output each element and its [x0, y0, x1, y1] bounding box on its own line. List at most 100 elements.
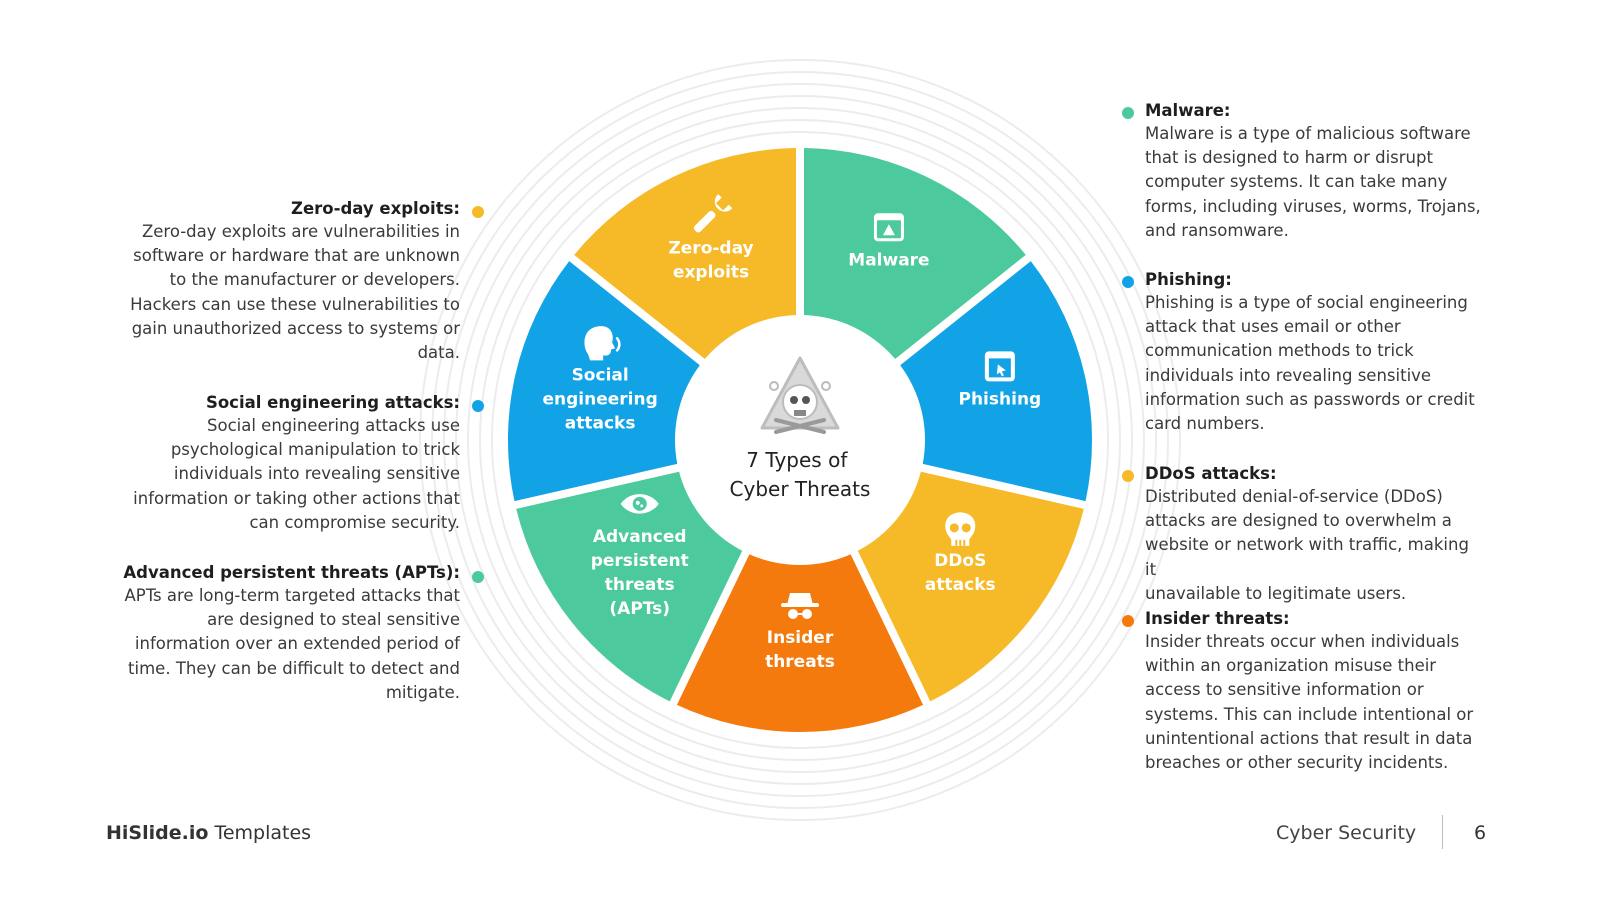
- desc-line: data.: [417, 343, 460, 363]
- segment-label-line: attacks: [565, 413, 636, 433]
- desc-line: access to sensitive information or: [1145, 680, 1424, 700]
- segment-malware: [804, 148, 1026, 359]
- desc-line: information or taking other actions that: [133, 488, 460, 508]
- segment-label-line: persistent: [591, 551, 689, 571]
- segment-label-line: engineering: [542, 389, 657, 409]
- desc-body: Malware is a type of malicious software t…: [1145, 122, 1485, 243]
- center-title: 7 Types of Cyber Threats: [730, 448, 871, 501]
- spy-icon: [781, 593, 819, 619]
- footer-topic: Cyber Security: [1276, 822, 1417, 844]
- segment-label-line: Malware: [848, 250, 929, 270]
- background-ring: [479, 119, 1121, 761]
- segment-label-line: threats: [605, 575, 675, 595]
- segment-label-insider: Insider threats: [765, 628, 835, 672]
- segment-label-line: DDoS: [934, 551, 986, 571]
- segment-label-phishing: Phishing: [959, 389, 1042, 409]
- wheel-segments: [507, 148, 1093, 733]
- bullet-dot-insider: [1122, 615, 1134, 627]
- background-ring: [467, 107, 1133, 773]
- segment-label-malware: Malware: [848, 250, 929, 270]
- desc-line: breaches or other security incidents.: [1145, 753, 1449, 773]
- desc-title: Insider threats:: [1145, 609, 1290, 628]
- desc-line: attacks are designed to overwhelm a: [1145, 511, 1452, 531]
- segment-label-line: Zero-day: [668, 238, 753, 258]
- desc-line: individuals into revealing sensitive: [173, 464, 460, 484]
- desc-line: communication methods to trick: [1145, 341, 1414, 361]
- background-ring: [443, 83, 1157, 797]
- background-ring: [491, 131, 1109, 749]
- desc-social-engineering: Social engineering attacks: Social engin…: [120, 393, 460, 535]
- desc-line: card numbers.: [1145, 414, 1265, 434]
- bullet-dot-social-engineering: [472, 400, 484, 412]
- segment-label-line: Advanced: [593, 527, 687, 547]
- desc-line: to the manufacturer or developers.: [169, 270, 460, 290]
- desc-line: and ransomware.: [1145, 220, 1289, 240]
- footer-divider: [1442, 815, 1443, 849]
- desc-line: Malware is a type of malicious software: [1145, 124, 1471, 143]
- segment-ddos: [857, 471, 1084, 702]
- desc-line: Hackers can use these vulnerabilities to: [130, 294, 460, 314]
- desc-line: information over an extended period of: [134, 634, 460, 654]
- center-title-line-1: 7 Types of: [746, 448, 848, 472]
- segment-label-line: exploits: [673, 262, 749, 282]
- window-cursor-icon: [984, 351, 1015, 382]
- desc-title: Phishing:: [1145, 270, 1232, 289]
- desc-line: are designed to steal sensitive: [207, 610, 460, 630]
- desc-ddos: DDoS attacks: Distributed denial-of-serv…: [1145, 464, 1485, 606]
- wheel-center: [675, 315, 925, 565]
- bullet-dot-malware: [1122, 107, 1134, 119]
- desc-malware: Malware: Malware is a type of malicious …: [1145, 101, 1485, 243]
- segment-label-line: (APTs): [609, 599, 670, 619]
- browser-warning-icon: [873, 213, 904, 242]
- desc-line: Zero-day exploits are vulnerabilities in: [141, 222, 460, 241]
- desc-phishing: Phishing: Phishing is a type of social e…: [1145, 270, 1485, 436]
- desc-title: Social engineering attacks:: [205, 393, 460, 412]
- segment-label-line: threats: [765, 652, 835, 672]
- segment-insider: [676, 554, 924, 733]
- bullet-dot-apt: [472, 571, 484, 583]
- eye-icon: [620, 494, 659, 514]
- background-rings: [419, 59, 1181, 821]
- desc-line: forms, including viruses, worms, Trojans…: [1145, 196, 1481, 216]
- desc-line: APTs are long-term targeted attacks that: [124, 586, 460, 605]
- segment-label-ddos: DDoS attacks: [925, 551, 996, 595]
- desc-insider: Insider threats: Insider threats occur w…: [1145, 609, 1485, 775]
- desc-line: Insider threats occur when individuals: [1145, 632, 1460, 651]
- desc-zero-day: Zero-day exploits: Zero-day exploits are…: [120, 199, 460, 365]
- desc-line: Social engineering attacks use: [207, 416, 460, 435]
- segment-label-apt: Advanced persistent threats (APTs): [591, 527, 689, 619]
- desc-body: APTs are long-term targeted attacks that…: [120, 584, 460, 705]
- background-ring: [431, 71, 1169, 809]
- hacker-skull-icon: [760, 356, 840, 434]
- desc-line: unavailable to legitimate users.: [1145, 583, 1407, 603]
- desc-line: Distributed denial-of-service (DDoS): [1145, 487, 1443, 506]
- segment-label-line: attacks: [925, 575, 996, 595]
- desc-title: Advanced persistent threats (APTs):: [123, 563, 460, 582]
- desc-line: software or hardware that are unknown: [133, 246, 460, 266]
- desc-body: Phishing is a type of social engineering…: [1145, 291, 1485, 436]
- footer-brand: HiSlide.io Templates: [106, 822, 311, 844]
- segment-zeroday: [574, 148, 796, 359]
- desc-body: Zero-day exploits are vulnerabilities in…: [120, 220, 460, 365]
- skull-icon: [945, 512, 976, 546]
- segment-label-line: Insider: [767, 628, 834, 648]
- desc-line: that is designed to harm or disrupt: [1145, 148, 1433, 168]
- desc-line: mitigate.: [385, 682, 460, 702]
- desc-line: Phishing is a type of social engineering: [1145, 293, 1468, 312]
- desc-line: gain unauthorized access to systems or: [131, 318, 460, 338]
- page-number: 6: [1474, 822, 1487, 844]
- segment-apt: [516, 471, 743, 702]
- speaking-head-icon: [584, 326, 621, 361]
- wrench-icon: [693, 194, 733, 233]
- brand-name: HiSlide.io: [106, 822, 209, 844]
- background-ring: [419, 59, 1181, 821]
- center-title-line-2: Cyber Threats: [730, 477, 871, 501]
- segment-label-zeroday: Zero-day exploits: [668, 238, 753, 282]
- desc-line: within an organization misuse their: [1145, 656, 1437, 676]
- segment-icons: [584, 194, 1015, 619]
- segment-social: [507, 261, 700, 502]
